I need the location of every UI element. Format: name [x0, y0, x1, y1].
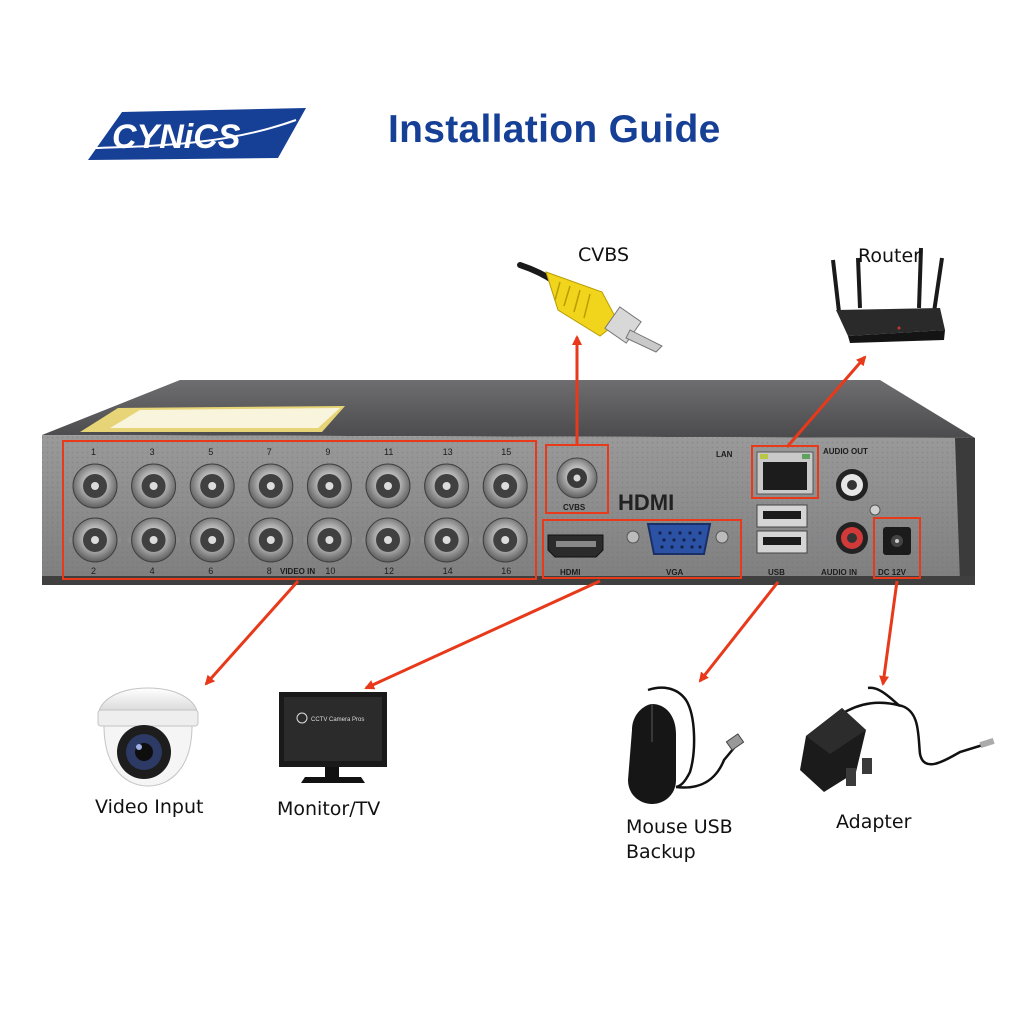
channel-number: 9 — [325, 447, 330, 457]
bnc-input-8: 8 — [244, 517, 297, 576]
video-input-device-label: Video Input — [95, 796, 204, 818]
mouse-device-label-line1: Mouse USB — [626, 816, 733, 838]
audio-in-label: AUDIO IN — [821, 568, 857, 577]
channel-number: 6 — [208, 566, 213, 576]
audio-out-label: AUDIO OUT — [823, 447, 868, 456]
arrow-to-mouse — [698, 581, 780, 683]
bnc-input-5: 5 — [186, 447, 239, 509]
bnc-input-10: 10 — [303, 517, 356, 576]
connection-arrows — [204, 335, 899, 690]
lan-box — [751, 445, 819, 499]
usb-mouse-icon — [628, 686, 745, 804]
video-in-label: VIDEO IN — [280, 567, 315, 576]
cynics-logo: CYNiCS — [88, 108, 306, 160]
mouse-device-label-line2: Backup — [626, 841, 696, 863]
bnc-input-1: 1 — [69, 447, 121, 509]
hdmi-vga-box — [542, 519, 742, 579]
lan-port — [756, 451, 814, 495]
router-icon — [831, 247, 945, 343]
channel-number: 3 — [150, 447, 155, 457]
channel-number: 14 — [443, 566, 453, 576]
channel-number: 2 — [91, 566, 96, 576]
channel-number: 16 — [501, 566, 511, 576]
monitor-device-label: Monitor/TV — [277, 798, 381, 820]
dc-box — [873, 517, 921, 579]
channel-number: 13 — [443, 447, 453, 457]
dc-power-port — [883, 527, 911, 555]
lan-label: LAN — [716, 450, 733, 459]
cvbs-port — [556, 457, 598, 499]
bnc-input-4: 4 — [127, 517, 180, 576]
arrow-to-router — [785, 355, 867, 448]
cvbs-panel-label: CVBS — [563, 503, 586, 512]
bnc-input-12: 12 — [362, 517, 414, 576]
channel-number: 7 — [267, 447, 272, 457]
dome-camera-icon — [97, 687, 199, 787]
router-device-label: Router — [858, 245, 921, 267]
monitor-icon: CCTV Camera Pros — [279, 692, 387, 783]
bnc-input-14: 14 — [420, 517, 473, 576]
panel-print: VIDEO IN CVBS HDMI HDMI VGA LAN USB AUDI… — [280, 447, 907, 577]
channel-number: 12 — [384, 566, 394, 576]
channel-number: 8 — [267, 566, 272, 576]
bnc-input-13: 13 — [420, 447, 473, 509]
bnc-input-2: 2 — [69, 517, 121, 576]
bnc-input-7: 7 — [244, 447, 297, 509]
rca-plug-icon — [517, 262, 663, 353]
hdmi-panel-logo: HDMI — [618, 490, 674, 515]
channel-number: 5 — [208, 447, 213, 457]
cvbs-device-label: CVBS — [578, 244, 630, 266]
vga-port — [626, 523, 729, 555]
channel-number: 10 — [325, 566, 335, 576]
logo-text: CYNiCS — [112, 118, 241, 156]
arrow-to-adapter — [879, 580, 899, 686]
channel-number: 4 — [150, 566, 155, 576]
audio-ports — [836, 469, 881, 554]
channel-number: 1 — [91, 447, 96, 457]
bnc-input-6: 6 — [186, 517, 239, 576]
usb-label: USB — [768, 568, 785, 577]
bnc-input-3: 3 — [127, 447, 180, 509]
dc-label: DC 12V — [878, 568, 907, 577]
arrow-to-camera — [204, 580, 300, 686]
channel-number: 15 — [501, 447, 511, 457]
hdmi-port — [547, 534, 604, 558]
video-in-box — [62, 440, 537, 580]
arrow-to-monitor — [364, 579, 601, 690]
hdmi-port-label: HDMI — [560, 568, 580, 577]
usb-ports — [756, 504, 808, 554]
bnc-input-16: 16 — [479, 517, 532, 576]
bnc-input-15: 15 — [479, 447, 532, 509]
page-title: Installation Guide — [388, 108, 721, 151]
channel-number: 11 — [384, 447, 393, 457]
bnc-input-9: 9 — [303, 447, 356, 509]
adapter-device-label: Adapter — [836, 811, 912, 833]
vga-label: VGA — [666, 568, 684, 577]
monitor-screen-text: CCTV Camera Pros — [311, 717, 364, 723]
bnc-input-11: 11 — [362, 447, 414, 509]
power-adapter-icon — [800, 686, 995, 792]
